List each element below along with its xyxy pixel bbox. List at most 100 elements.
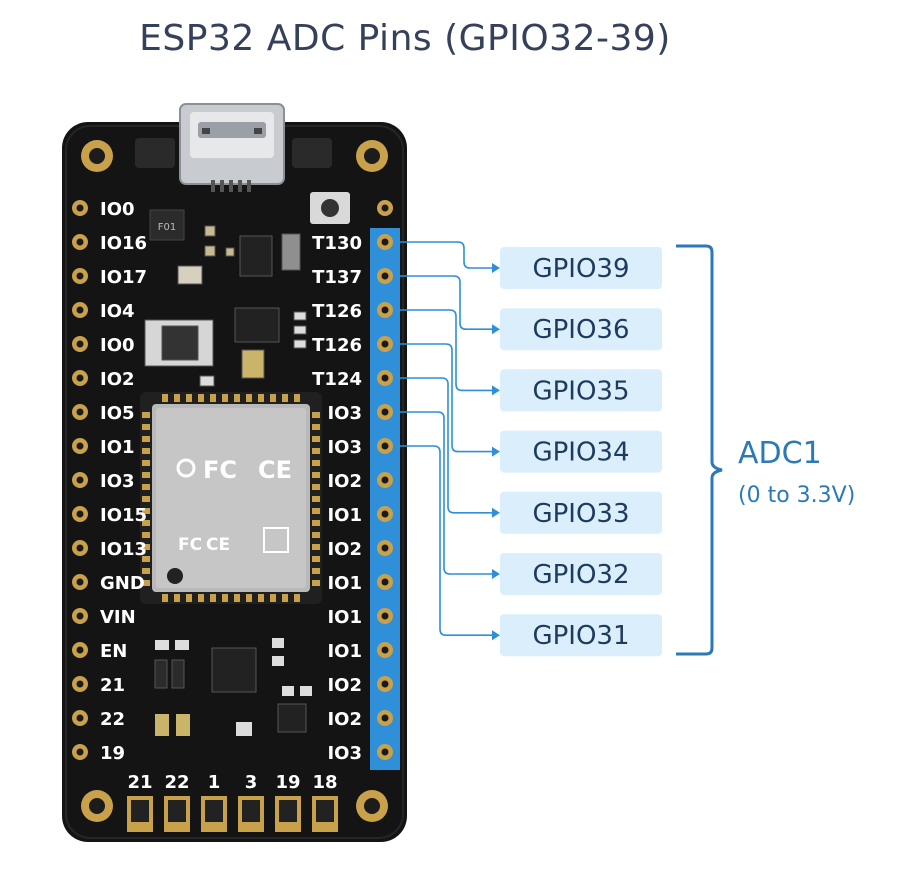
bottom-pin-label: 22 [164,772,189,793]
bottom-pin-label: 3 [245,772,258,793]
right-pin: T137 [312,267,393,288]
right-pin: T130 [312,233,393,254]
gpio-callout: GPIO31 [500,614,662,657]
right-pin-label: IO3 [327,437,362,458]
right-pin-label: IO2 [327,539,362,560]
left-pin: 22 [72,709,125,730]
gpio-callout-label: GPIO34 [532,438,629,468]
right-pin: IO3 [327,743,393,764]
adc-bracket [676,244,723,656]
svg-text:FC: FC [203,456,237,484]
esp32-module: FC CE FC CE [140,392,322,604]
svg-text:F01: F01 [158,222,176,233]
left-pin: 21 [72,675,125,696]
right-pin-label: IO2 [327,709,362,730]
left-pin: IO17 [72,267,147,288]
bottom-pin: 22 [164,772,190,832]
left-pin-label: EN [100,641,127,662]
gpio-callout: GPIO35 [500,369,662,412]
right-pin-label: T137 [312,267,362,288]
right-pin-label: IO2 [327,675,362,696]
leader-line [400,445,500,641]
right-pin: IO2 [327,675,393,696]
right-pin: IO2 [327,471,393,492]
right-pin: T126 [312,335,393,356]
right-pin: IO1 [327,641,393,662]
left-pin: IO13 [72,539,147,560]
leader-line [400,377,500,518]
left-pin: IO0 [72,335,135,356]
left-pin: IO15 [72,505,147,526]
right-pin-label: T124 [312,369,362,390]
svg-text:CE: CE [206,535,230,555]
right-pin: IO1 [327,505,393,526]
left-pin: VIN [72,607,136,628]
right-pin-label: IO3 [327,403,362,424]
right-pin [377,200,393,216]
gpio-callout-label: GPIO35 [532,376,629,406]
left-pin-label: IO0 [100,335,135,356]
leader-line [400,275,500,335]
right-pin-label: T126 [312,335,362,356]
right-pin-label: IO1 [327,573,362,594]
bottom-pin-label: 18 [312,772,337,793]
right-pin-label: IO1 [327,641,362,662]
right-pin: IO2 [327,709,393,730]
gpio-callout: GPIO34 [500,430,662,473]
bottom-pin-label: 19 [275,772,300,793]
bottom-pin-label: 21 [127,772,152,793]
bottom-pin: 18 [312,772,338,832]
bottom-pin: 1 [201,772,227,832]
leader-line [400,411,500,579]
bottom-pin: 21 [127,772,153,832]
right-pin: T124 [312,369,393,390]
bottom-pin: 19 [275,772,301,832]
left-pin-label: IO1 [100,437,135,458]
left-pin-label: 22 [100,709,125,730]
left-pin: EN [72,641,127,662]
gpio-callouts: GPIO39GPIO36GPIO35GPIO34GPIO33GPIO32GPIO… [500,247,662,657]
leader-line [400,241,500,273]
gpio-callout-label: GPIO36 [532,315,629,345]
right-pin: IO1 [327,607,393,628]
left-pin-label: VIN [100,607,136,628]
right-pin-label: IO1 [327,505,362,526]
left-pin-label: IO4 [100,301,135,322]
usb-connector [135,103,332,192]
smd-components [144,225,307,387]
left-pin: IO16 [72,233,147,254]
leader-line [400,309,500,396]
left-pin: 19 [72,743,125,764]
left-pin: IO5 [72,403,135,424]
left-pin-label: GND [100,573,145,594]
left-pin: IO2 [72,369,135,390]
gpio-callout-label: GPIO32 [532,560,629,590]
right-pin-label: T130 [312,233,362,254]
gpio-callout-label: GPIO39 [532,254,629,284]
bottom-pin: 3 [238,772,264,832]
gpio-callout: GPIO32 [500,553,662,595]
left-pin-label: 19 [100,743,125,764]
left-pin-label: IO0 [100,199,135,220]
gpio-callout: GPIO33 [500,491,662,534]
right-header-pins: T130T137T126T126T124IO3IO3IO2IO1IO2IO1IO… [312,200,393,764]
left-pin-label: IO5 [100,403,135,424]
left-pin-label: IO13 [100,539,147,560]
left-pin: IO1 [72,437,135,458]
left-pin: IO0 [72,199,135,220]
left-pin: IO4 [72,301,135,322]
left-pin-label: IO3 [100,471,135,492]
right-pin-label: T126 [312,301,362,322]
left-pin-label: IO16 [100,233,147,254]
adc-range: (0 to 3.3V) [738,483,855,508]
right-pin: IO3 [327,437,393,458]
page-title: ESP32 ADC Pins (GPIO32-39) [139,18,671,59]
reset-button [310,192,350,224]
gpio-callout: GPIO39 [500,247,662,289]
left-pin: GND [72,573,145,594]
gpio-callout-label: GPIO31 [532,621,629,651]
left-pin-label: IO2 [100,369,135,390]
left-pin-label: IO17 [100,267,147,288]
